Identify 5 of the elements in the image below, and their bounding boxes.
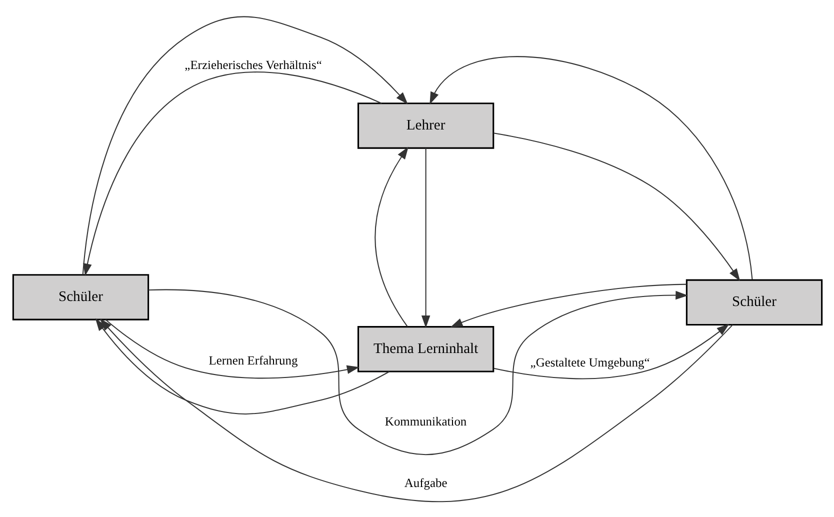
edge-label: „Gestaltete Umgebung“	[530, 354, 650, 369]
edge-label: Aufgabe	[404, 475, 447, 490]
edge-label: Lernen Erfahrung	[208, 352, 298, 367]
edge-label: „Erzieherisches Verhältnis“	[184, 58, 322, 72]
edge-label: Kommunikation	[384, 414, 466, 428]
